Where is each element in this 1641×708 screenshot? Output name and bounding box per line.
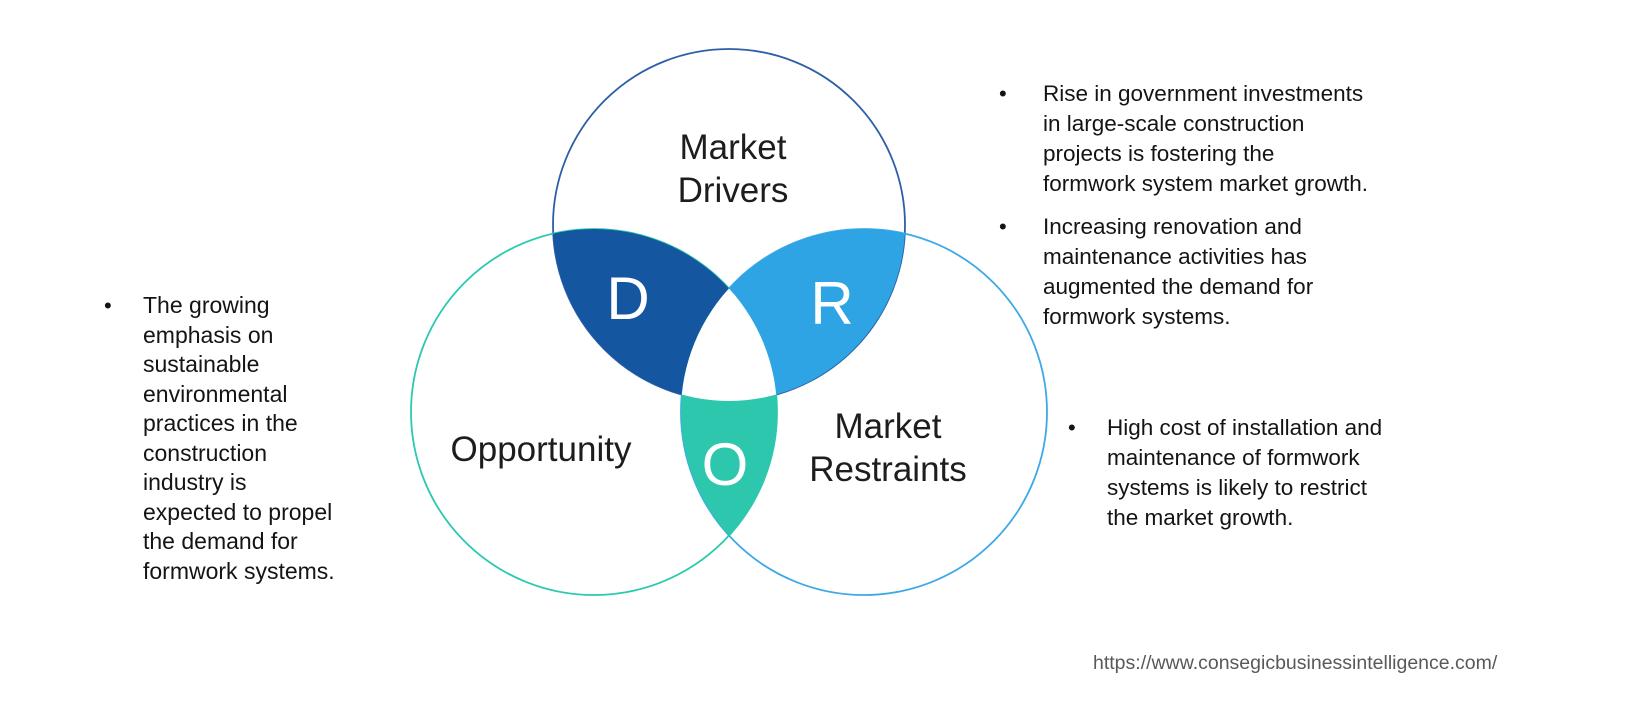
restraints-bullet-1-text: High cost of installation and maintenanc… xyxy=(1107,415,1383,530)
letter-o: O xyxy=(701,431,749,498)
bullet-marker: • xyxy=(1068,415,1076,440)
drivers-opportunity-lens xyxy=(553,229,777,401)
bullet-marker: • xyxy=(999,214,1007,239)
letter-d: D xyxy=(606,265,650,332)
drivers-bullet-1: • Rise in government investments in larg… xyxy=(990,79,1430,199)
drivers-restraints-lens xyxy=(681,229,905,401)
bullet-marker: • xyxy=(104,293,112,318)
drivers-label: Market Drivers xyxy=(677,128,789,210)
bullet-marker: • xyxy=(999,81,1007,106)
restraints-bullet-1: • High cost of installation and maintena… xyxy=(1068,413,1468,533)
source-url: https://www.consegicbusinessintelligence… xyxy=(1093,652,1498,674)
opportunity-bullet-1-text: The growing emphasis on sustainable envi… xyxy=(143,292,335,584)
drivers-bullet-2: • Increasing renovation and maintenance … xyxy=(990,212,1430,332)
opportunity-label: Opportunity xyxy=(450,430,632,469)
drivers-bullet-2-text: Increasing renovation and maintenance ac… xyxy=(1043,214,1314,329)
drivers-bullet-1-text: Rise in government investments in large-… xyxy=(1043,81,1369,196)
opportunity-bullet-1: • The growing emphasis on sustainable en… xyxy=(104,291,384,586)
restraints-label: Market Restraints xyxy=(809,407,967,489)
letter-r: R xyxy=(810,270,854,337)
